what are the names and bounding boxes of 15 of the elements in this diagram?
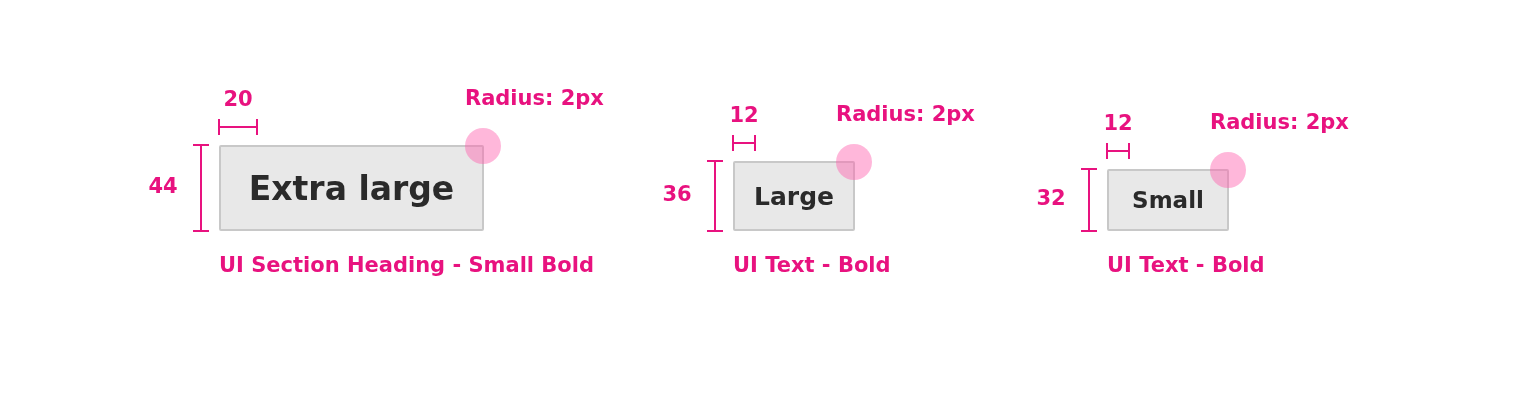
dimension-label: 12 [1103, 111, 1133, 135]
dimension-label: 32 [1036, 186, 1066, 210]
annotation-text: Radius: 2px [465, 86, 604, 110]
dimension-label: 20 [223, 87, 253, 111]
dimension-label: 12 [729, 103, 759, 127]
button: Small [1107, 169, 1229, 231]
dimension-label: 36 [662, 182, 692, 206]
caption-text: UI Text - Bold [1107, 253, 1265, 277]
caption-text: UI Section Heading - Small Bold [219, 253, 594, 277]
annotation-text: Radius: 2px [1210, 110, 1349, 134]
annotation-text: Radius: 2px [836, 102, 975, 126]
button: Large [733, 161, 855, 231]
dimension-label: 44 [148, 174, 178, 198]
caption-text: UI Text - Bold [733, 253, 891, 277]
button: Extra large [219, 145, 484, 231]
